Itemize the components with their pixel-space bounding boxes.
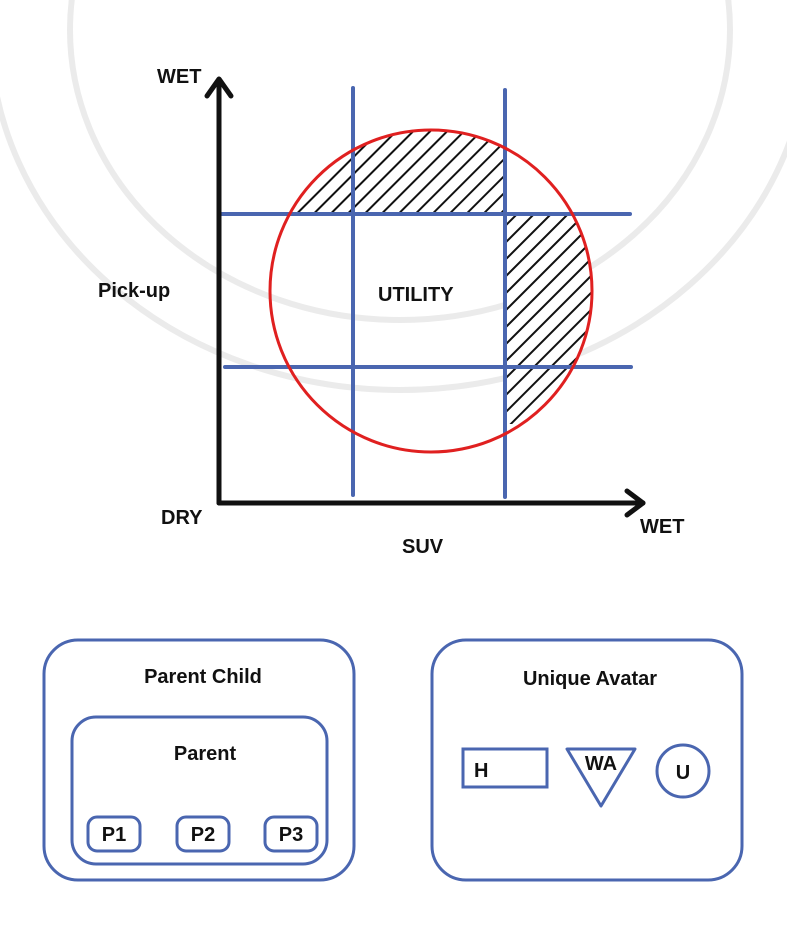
u-label: U — [676, 762, 690, 784]
parent-child-title: Parent Child — [144, 666, 262, 688]
parent-inner-box — [70, 715, 329, 866]
wa-label: WA — [585, 753, 617, 775]
p1-label: P1 — [102, 824, 126, 846]
y-axis-arrowhead — [204, 76, 234, 99]
origin-label: DRY — [161, 507, 203, 529]
parent-inner-title: Parent — [174, 743, 237, 765]
parent-child-box: Parent Child Parent P1 P2 P3 — [42, 638, 356, 882]
unique-avatar-outer-box — [430, 638, 744, 882]
p2-label: P2 — [191, 824, 215, 846]
x-axis-right-label: WET — [640, 516, 684, 538]
wa-triangle — [565, 747, 637, 808]
bottom-label: SUV — [402, 536, 444, 558]
utility-circle — [268, 128, 594, 454]
x-axis-arrowhead — [624, 488, 646, 518]
unique-avatar-title: Unique Avatar — [523, 668, 657, 690]
p2-box — [175, 815, 231, 853]
p3-label: P3 — [279, 824, 303, 846]
parent-child-outer-box — [42, 638, 356, 882]
axes — [204, 76, 646, 518]
hatched-regions — [270, 130, 592, 424]
center-label: UTILITY — [378, 284, 454, 306]
hatched-right-region — [505, 214, 592, 424]
u-circle — [655, 743, 711, 799]
p3-box — [263, 815, 319, 853]
h-label: H — [474, 760, 488, 782]
background-watermark — [0, 0, 787, 393]
h-rectangle — [461, 747, 549, 789]
left-label: Pick-up — [98, 280, 170, 302]
p1-box — [86, 815, 142, 853]
y-axis-top-label: WET — [157, 66, 201, 88]
unique-avatar-box: Unique Avatar H WA U — [430, 638, 744, 882]
